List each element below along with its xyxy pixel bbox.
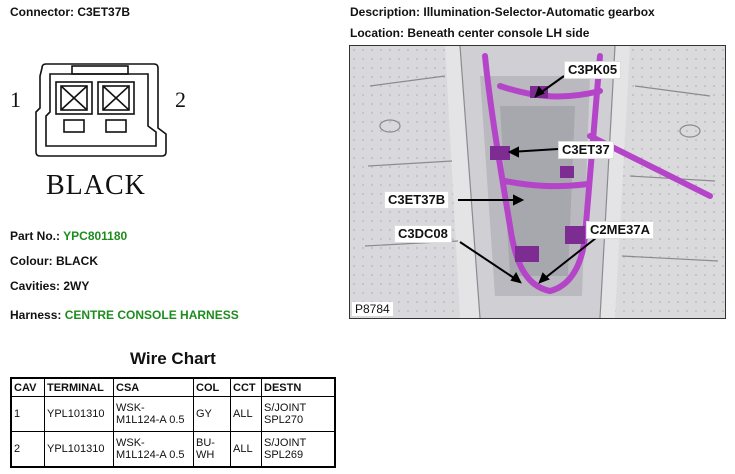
destn-line-2: SPL270 [264, 414, 304, 426]
table-header-row: CAV TERMINAL CSA COL CCT DESTN [10, 377, 336, 397]
harness-label: Harness: [10, 308, 62, 322]
connector-label: Connector: [10, 5, 74, 19]
col-header-cct: CCT [230, 377, 262, 397]
col-header-csa: CSA [113, 377, 194, 397]
destn-line-1: S/JOINT [264, 402, 307, 414]
part-number-line: Part No.: YPC801180 [10, 229, 127, 243]
callout-c3et37b: C3ET37B [384, 191, 450, 209]
colour-value: BLACK [56, 254, 98, 268]
col-header-destn: DESTN [261, 377, 336, 397]
location-value: Beneath center console LH side [407, 26, 590, 40]
location-line: Location: Beneath center console LH side [350, 26, 589, 40]
cell-col: BU-WH [193, 431, 231, 468]
cavities-line: Cavities: 2WY [10, 279, 89, 293]
col-header-col: COL [193, 377, 231, 397]
cell-cav: 1 [10, 396, 45, 432]
destn-line-2: SPL269 [264, 449, 304, 461]
col-header-cav: CAV [10, 377, 45, 397]
harness-link[interactable]: CENTRE CONSOLE HARNESS [64, 308, 239, 322]
cavities-value: 2WY [63, 279, 90, 293]
cell-csa: WSK-M1L124-A 0.5 [113, 431, 194, 468]
csa-line-2: M1L124-A 0.5 [116, 414, 185, 426]
table-row: 1 YPL101310 WSK-M1L124-A 0.5 GY ALL S/JO… [10, 396, 336, 432]
csa-line-1: WSK- [116, 402, 145, 414]
vehicle-floor-illustration [350, 46, 725, 318]
csa-line-2: M1L124-A 0.5 [116, 449, 185, 461]
connector-code: C3ET37B [77, 5, 131, 19]
cell-cav: 2 [10, 431, 45, 468]
table-row: 2 YPL101310 WSK-M1L124-A 0.5 BU-WH ALL S… [10, 431, 336, 468]
cell-col: GY [193, 396, 231, 432]
cell-cct: ALL [230, 396, 262, 432]
cavity-number-right: 2 [175, 87, 186, 112]
location-photo: C3PK05 C3ET37 C3ET37B C3DC08 C2ME37A P87… [349, 45, 726, 319]
destn-line-1: S/JOINT [264, 437, 307, 449]
description-label: Description: [350, 5, 421, 19]
col-line-1: BU- [196, 437, 215, 449]
cell-terminal: YPL101310 [44, 396, 114, 432]
cavity-number-left: 1 [10, 87, 21, 112]
part-number-link[interactable]: YPC801180 [63, 229, 128, 243]
cell-cct: ALL [230, 431, 262, 468]
cavities-label: Cavities: [10, 279, 61, 293]
connector-colour-caption: BLACK [46, 170, 146, 201]
cell-terminal: YPL101310 [44, 431, 114, 468]
location-label: Location: [350, 26, 404, 40]
connector-outline-icon [35, 63, 167, 157]
callout-c3pk05: C3PK05 [564, 61, 622, 79]
callout-c3dc08: C3DC08 [394, 225, 452, 243]
wire-chart-title: Wire Chart [130, 349, 216, 368]
description-value: Illumination-Selector-Automatic gearbox [423, 5, 655, 19]
callout-c3et37: C3ET37 [558, 141, 614, 159]
colour-label: Colour: [10, 254, 53, 268]
connector-face-diagram: 1 2 [8, 52, 198, 212]
col-line-1: GY [196, 408, 212, 420]
cell-csa: WSK-M1L124-A 0.5 [113, 396, 194, 432]
callout-c2me37a: C2ME37A [586, 221, 654, 239]
description-line: Description: Illumination-Selector-Autom… [350, 5, 655, 19]
csa-line-1: WSK- [116, 437, 145, 449]
col-line-2: WH [196, 449, 215, 461]
wire-chart-table: CAV TERMINAL CSA COL CCT DESTN 1 YPL1013… [10, 377, 336, 468]
connector-heading: Connector: C3ET37B [10, 5, 130, 19]
harness-line: Harness: CENTRE CONSOLE HARNESS [10, 308, 239, 322]
col-header-terminal: TERMINAL [44, 377, 114, 397]
part-number-label: Part No.: [10, 229, 61, 243]
photo-id: P8784 [352, 302, 393, 316]
colour-line: Colour: BLACK [10, 254, 98, 268]
